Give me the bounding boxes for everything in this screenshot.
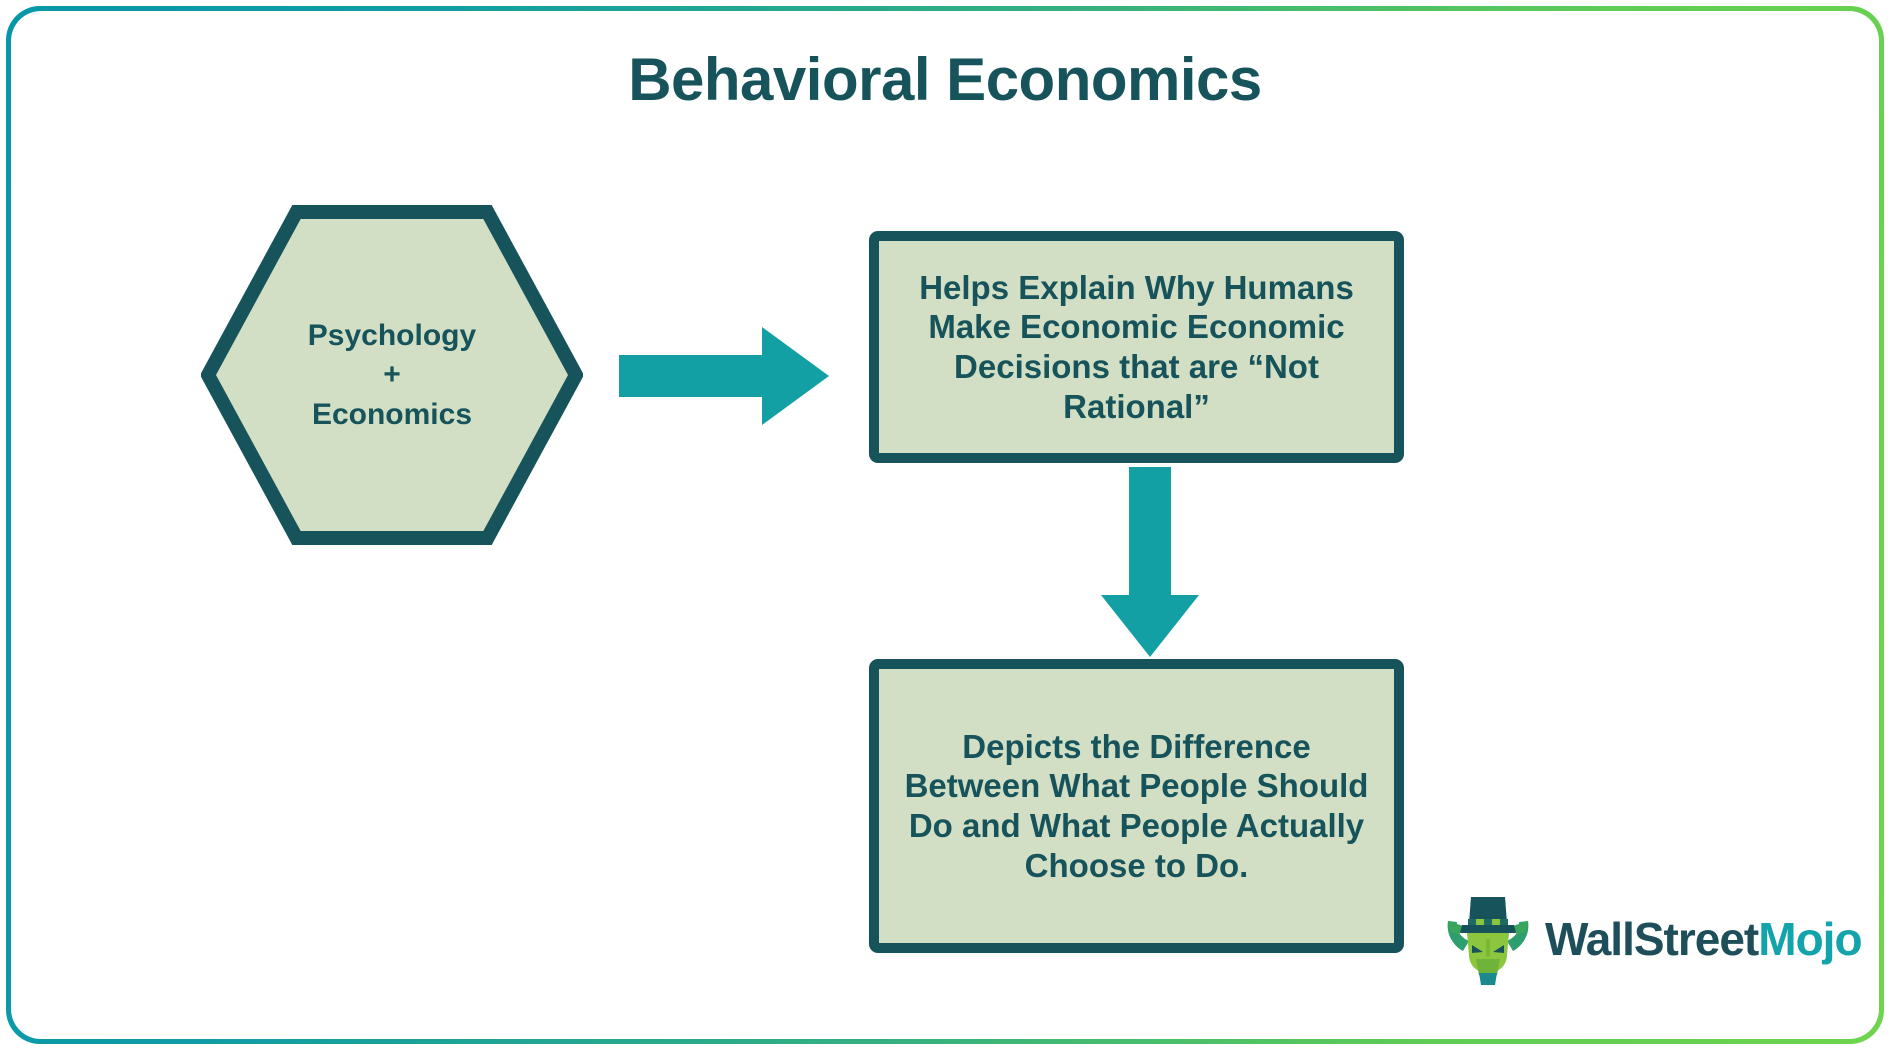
hexagon-node-psychology-economics: Psychology + Economics (201, 205, 583, 545)
statement-text-outcome-1: Helps Explain Why Humans Make Economic E… (919, 268, 1354, 425)
arrow-right-icon (619, 327, 829, 425)
page-title: Behavioral Economics (628, 46, 1262, 113)
hexagon-shape-icon (201, 205, 583, 545)
infographic-frame: Behavioral Economics Psychology + Econom… (6, 6, 1884, 1044)
brand-wordmark-accent: Mojo (1758, 913, 1862, 965)
statement-box-outcome-1: Helps Explain Why Humans Make Economic E… (869, 231, 1404, 463)
statement-text-outcome-2: Depicts the Difference Between What Peop… (904, 727, 1369, 884)
brand-wordmark-primary: WallStreet (1545, 913, 1759, 965)
brand-wordmark: WallStreetMojo (1545, 912, 1863, 966)
arrow-down-icon (1101, 467, 1199, 657)
bull-with-top-hat-icon (1447, 897, 1529, 985)
infographic-canvas: Behavioral Economics Psychology + Econom… (11, 11, 1879, 1039)
statement-box-outcome-2: Depicts the Difference Between What Peop… (869, 659, 1404, 953)
hexagon-label: Psychology + Economics (307, 318, 477, 431)
brand-logo: WallStreetMojo (1445, 889, 1863, 989)
